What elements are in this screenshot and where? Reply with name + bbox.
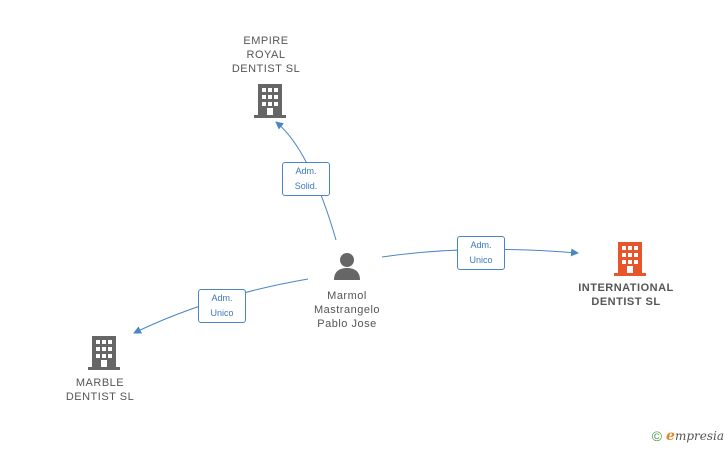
empresia-logo: empresia	[666, 428, 724, 444]
node-label-marble[interactable]: MARBLE DENTIST SL	[65, 377, 135, 403]
node-label-empire[interactable]: EMPIRE ROYAL DENTIST SL	[231, 35, 301, 75]
edge-label-adm-unico-international[interactable]: Adm. Unico	[457, 236, 505, 270]
building-icon[interactable]	[614, 242, 646, 276]
edge-label-adm-solid[interactable]: Adm. Solid.	[282, 162, 330, 196]
person-icon[interactable]	[332, 252, 362, 280]
building-icon[interactable]	[254, 84, 286, 118]
building-icon[interactable]	[88, 336, 120, 370]
empresia-watermark: © empresia	[652, 428, 724, 444]
node-label-person[interactable]: Marmol Mastrangelo Pablo Jose	[313, 290, 381, 330]
edge-label-adm-unico-marble[interactable]: Adm. Unico	[198, 289, 246, 323]
copyright-icon: ©	[651, 428, 663, 444]
node-label-international[interactable]: INTERNATIONAL DENTIST SL	[578, 282, 674, 308]
